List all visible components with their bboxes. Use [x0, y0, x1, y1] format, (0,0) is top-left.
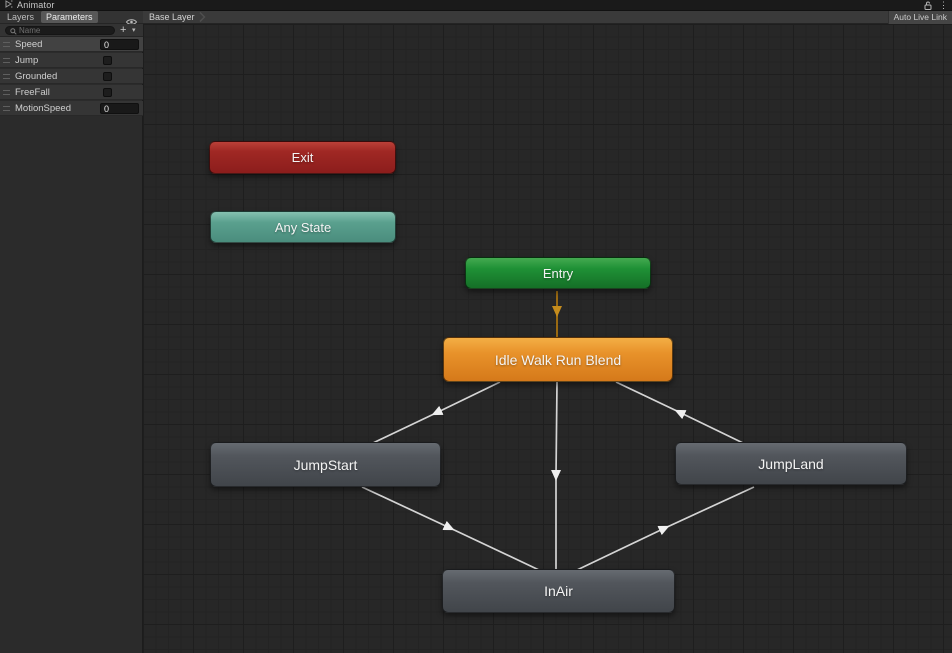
drag-handle-icon[interactable] — [3, 42, 10, 47]
tab-layers[interactable]: Layers — [7, 12, 35, 22]
parameter-checkbox[interactable] — [103, 56, 112, 65]
parameter-name: Jump — [15, 55, 39, 66]
state-node-exit[interactable]: Exit — [209, 141, 396, 174]
chevron-down-icon[interactable]: ▾ — [132, 27, 136, 34]
transition-jumpstart-to-inair[interactable] — [361, 486, 540, 571]
breadcrumb[interactable]: Base Layer — [149, 12, 195, 22]
state-node-idle-walk-run-blend[interactable]: Idle Walk Run Blend — [443, 337, 673, 382]
lock-icon[interactable] — [924, 0, 932, 15]
drag-handle-icon[interactable] — [3, 58, 10, 63]
parameter-name: Grounded — [15, 71, 58, 82]
state-node-inair[interactable]: InAir — [442, 569, 675, 613]
transition-idle-to-inair[interactable] — [551, 381, 562, 570]
tab-parameters[interactable]: Parameters — [41, 11, 98, 23]
search-input[interactable] — [19, 26, 107, 35]
window-title: Animator — [17, 0, 55, 10]
window-titlebar: Animator ⋮ — [0, 0, 952, 11]
parameter-search-row: + ▾ — [0, 24, 143, 37]
layer-toolbar: Base Layer Auto Live Link — [143, 11, 952, 24]
drag-handle-icon[interactable] — [3, 90, 10, 95]
transition-jumpland-to-idle[interactable] — [615, 381, 744, 444]
parameter-name: MotionSpeed — [15, 103, 71, 114]
panel-tab-strip: Layers Parameters — [0, 11, 143, 25]
transition-idle-to-jumpstart[interactable] — [372, 381, 501, 444]
state-node-jumpstart[interactable]: JumpStart — [210, 442, 441, 487]
state-node-entry[interactable]: Entry — [465, 257, 651, 289]
drag-handle-icon[interactable] — [3, 74, 10, 79]
parameters-panel: Layers Parameters + ▾ Speed 0 Jump — [0, 11, 143, 653]
add-parameter-button[interactable]: + — [120, 24, 127, 36]
search-icon — [10, 22, 17, 40]
parameter-row-motionspeed[interactable]: MotionSpeed 0 — [0, 101, 143, 116]
animator-icon — [5, 0, 13, 10]
drag-handle-icon[interactable] — [3, 106, 10, 111]
state-node-any-state[interactable]: Any State — [210, 211, 396, 243]
auto-live-link-button[interactable]: Auto Live Link — [887, 11, 952, 24]
parameter-row-freefall[interactable]: FreeFall — [0, 85, 143, 100]
breadcrumb-chevron-icon — [199, 9, 206, 27]
state-node-jumpland[interactable]: JumpLand — [675, 442, 907, 485]
search-field[interactable] — [5, 26, 115, 35]
parameter-row-speed[interactable]: Speed 0 — [0, 37, 143, 52]
eye-icon[interactable] — [125, 13, 138, 31]
parameter-name: FreeFall — [15, 87, 50, 98]
parameter-checkbox[interactable] — [103, 88, 112, 97]
parameter-checkbox[interactable] — [103, 72, 112, 81]
parameter-name: Speed — [15, 39, 43, 50]
parameter-value-field[interactable]: 0 — [100, 103, 139, 114]
parameter-value-field[interactable]: 0 — [100, 39, 139, 50]
kebab-menu-icon[interactable]: ⋮ — [939, 0, 948, 10]
parameter-row-jump[interactable]: Jump — [0, 53, 143, 68]
transition-inair-to-jumpland[interactable] — [576, 486, 755, 571]
parameter-row-grounded[interactable]: Grounded — [0, 69, 143, 84]
